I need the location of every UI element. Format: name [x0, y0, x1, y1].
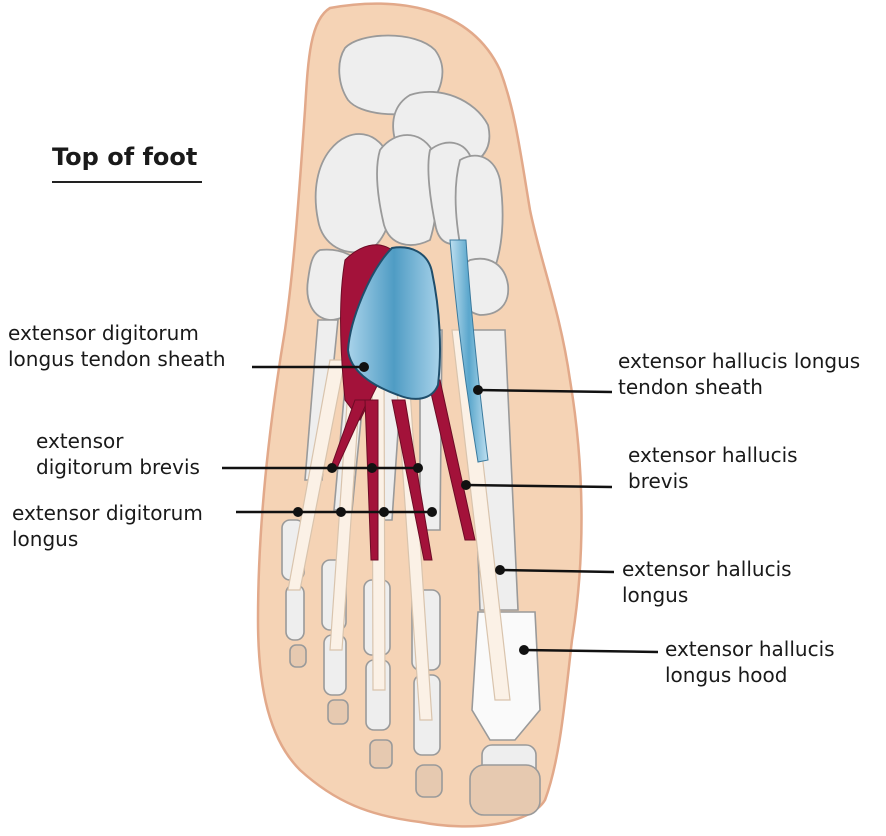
toe-5-distal: [286, 585, 304, 640]
leader-dot-edb-1: [327, 463, 337, 473]
label-edl-tendon-sheath: extensor digitorum longus tendon sheath: [8, 320, 226, 372]
leader-dot-edb-2: [367, 463, 377, 473]
toe-4-tip: [328, 700, 348, 724]
leader-dot-edb-3: [413, 463, 423, 473]
label-ehl-tendon-sheath-line2: tendon sheath: [618, 374, 860, 400]
label-ehb-line1: extensor hallucis: [628, 442, 798, 468]
label-edb-line2: digitorum brevis: [36, 454, 200, 480]
label-edl-tendon-sheath-line1: extensor digitorum: [8, 320, 226, 346]
label-edl-tendon-sheath-line2: longus tendon sheath: [8, 346, 226, 372]
label-ehl-line1: extensor hallucis: [622, 556, 792, 582]
label-ehl: extensor hallucis longus: [622, 556, 792, 608]
title-underline: [52, 181, 202, 183]
leader-dot-ehl-sheath-1: [473, 385, 483, 395]
leader-dot-ehl-1: [495, 565, 505, 575]
label-ehl-line2: longus: [622, 582, 792, 608]
hallux-tip: [470, 765, 540, 815]
label-edl-line2: longus: [12, 526, 203, 552]
label-edb-line1: extensor: [36, 428, 200, 454]
cuneiform-lateral: [377, 135, 437, 245]
toe-3-tip: [370, 740, 392, 768]
label-ehl-tendon-sheath-line1: extensor hallucis longus: [618, 348, 860, 374]
label-ehl-hood: extensor hallucis longus hood: [665, 636, 835, 688]
label-ehb: extensor hallucis brevis: [628, 442, 798, 494]
toe-5-tip: [290, 645, 306, 667]
label-ehl-tendon-sheath: extensor hallucis longus tendon sheath: [618, 348, 860, 400]
leader-dot-edl-4: [427, 507, 437, 517]
label-ehl-hood-line1: extensor hallucis: [665, 636, 835, 662]
toe-2-tip: [416, 765, 442, 797]
label-edl: extensor digitorum longus: [12, 500, 203, 552]
leader-dot-ehl-hood-1: [519, 645, 529, 655]
leader-dot-edl-sheath-1: [359, 362, 369, 372]
label-edl-line1: extensor digitorum: [12, 500, 203, 526]
leader-dot-edl-1: [293, 507, 303, 517]
leader-dot-ehb-1: [461, 480, 471, 490]
diagram-title: Top of foot: [52, 142, 197, 172]
leader-dot-edl-2: [336, 507, 346, 517]
label-ehl-hood-line2: longus hood: [665, 662, 835, 688]
label-edb: extensor digitorum brevis: [36, 428, 200, 480]
leader-dot-edl-3: [379, 507, 389, 517]
label-ehb-line2: brevis: [628, 468, 798, 494]
